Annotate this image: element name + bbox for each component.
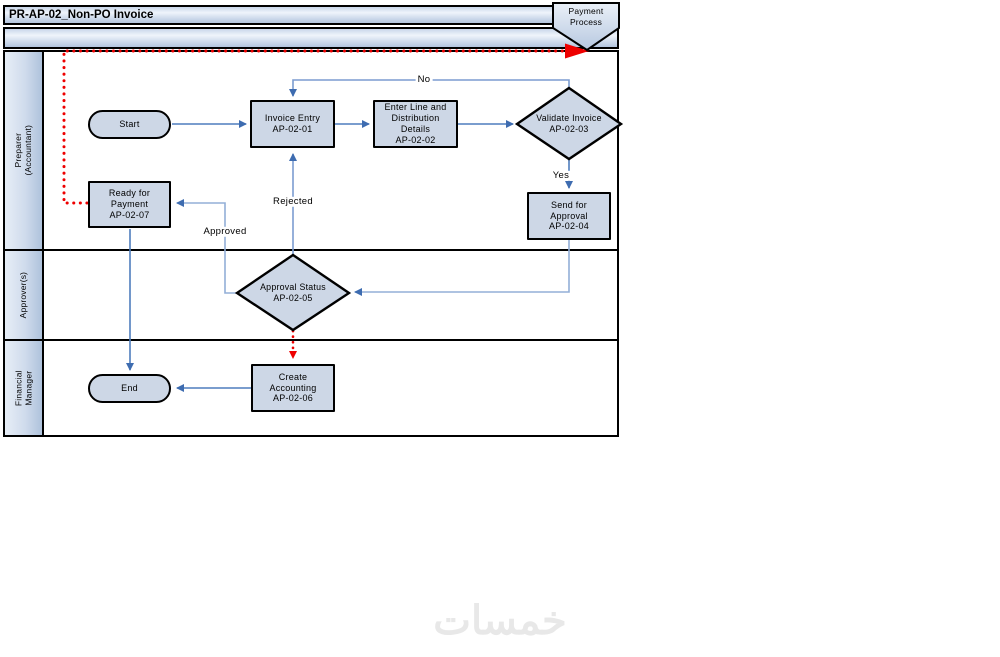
node-send-for-approval: Send for Approval AP-02-04 bbox=[527, 192, 611, 240]
payment-process-label: Payment Process bbox=[568, 6, 604, 28]
edge-label-no: No bbox=[415, 73, 433, 86]
node-start: Start bbox=[88, 110, 171, 139]
edge-label-yes: Yes bbox=[550, 169, 572, 182]
lane-preparer-label: Preparer (Accountant) bbox=[13, 125, 34, 176]
node-create-accounting: Create Accounting AP-02-06 bbox=[251, 364, 335, 412]
node-approval-status-label: Approval Status AP-02-05 bbox=[260, 282, 326, 303]
node-invoice-entry: Invoice Entry AP-02-01 bbox=[250, 100, 335, 148]
lane-financial-manager-header: Financial Manager bbox=[5, 341, 44, 435]
khamsat-watermark: خمسات bbox=[433, 599, 567, 643]
node-enter-line-details: Enter Line and Distribution Details AP-0… bbox=[373, 100, 458, 148]
lane-approvers-header: Approver(s) bbox=[5, 251, 44, 339]
node-end: End bbox=[88, 374, 171, 403]
lane-preparer-header: Preparer (Accountant) bbox=[5, 52, 44, 249]
diagram-title: PR-AP-02_Non-PO Invoice bbox=[9, 9, 154, 21]
process-band bbox=[3, 27, 619, 49]
node-validate-invoice-label: Validate Invoice AP-02-03 bbox=[536, 113, 602, 134]
lane-approvers-label: Approver(s) bbox=[18, 271, 29, 319]
lane-financial-manager-label: Financial Manager bbox=[13, 370, 34, 406]
edge-label-approved: Approved bbox=[201, 225, 249, 238]
node-ready-for-payment: Ready for Payment AP-02-07 bbox=[88, 181, 171, 228]
edge-label-rejected: Rejected bbox=[271, 195, 315, 208]
diagram-title-bar: PR-AP-02_Non-PO Invoice bbox=[3, 5, 619, 25]
